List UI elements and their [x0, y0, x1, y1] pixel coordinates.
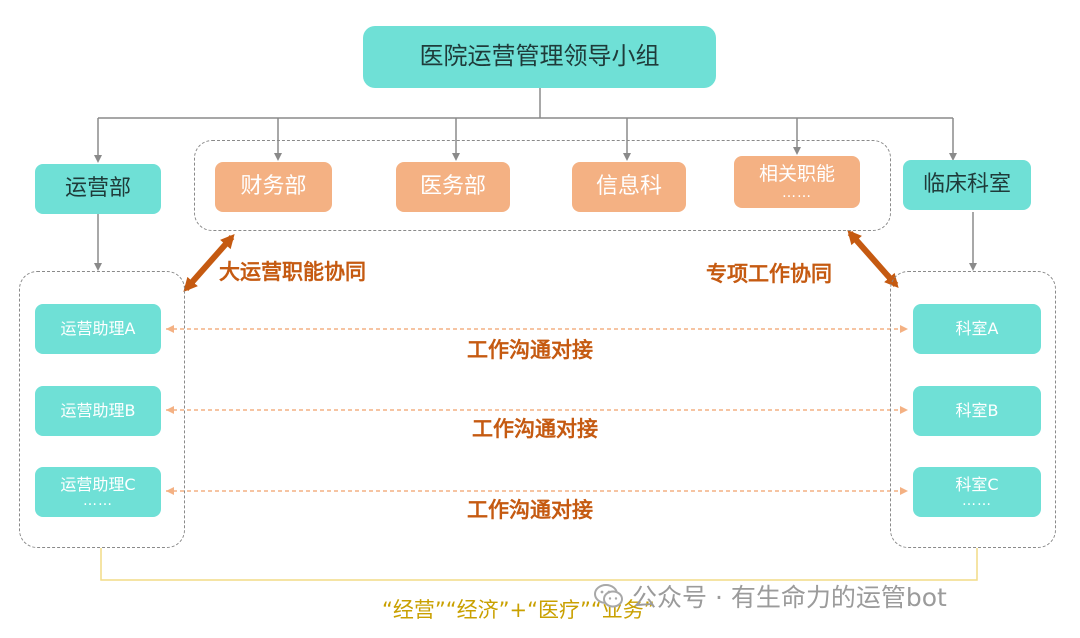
assistant-group [19, 271, 185, 548]
related-functions-box[interactable]: 相关职能 …… [734, 156, 860, 208]
assistant-c-label: 运营助理C [60, 474, 136, 494]
collab-left-arrow [183, 234, 235, 292]
assistant-c-box[interactable]: 运营助理C …… [35, 467, 161, 517]
clinical-dept-box[interactable]: 临床科室 [903, 160, 1031, 210]
medical-affairs-dept-label: 医务部 [419, 174, 486, 200]
operations-dept-label: 运营部 [64, 176, 131, 202]
finance-dept-box[interactable]: 财务部 [215, 162, 332, 212]
department-a-box[interactable]: 科室A [913, 304, 1041, 354]
assistant-b-label: 运营助理B [60, 400, 136, 420]
department-a-label: 科室A [955, 318, 999, 338]
leadership-group-box[interactable]: 医院运营管理领导小组 [363, 26, 716, 88]
operations-dept-box[interactable]: 运营部 [35, 164, 161, 214]
medical-affairs-dept-box[interactable]: 医务部 [396, 162, 510, 212]
department-c-box[interactable]: 科室C …… [913, 467, 1041, 517]
clinical-dept-label: 临床科室 [922, 172, 1011, 198]
communication-label-c: 工作沟通对接 [467, 498, 593, 522]
hierarchy-lines [94, 88, 977, 271]
related-functions-label: 相关职能 [758, 163, 835, 186]
department-b-box[interactable]: 科室B [913, 386, 1041, 436]
functional-group [194, 140, 891, 231]
collab-right-arrow [847, 230, 899, 288]
assistant-a-box[interactable]: 运营助理A [35, 304, 161, 354]
watermark: 公众号 · 有生命力的运管bot [594, 578, 947, 614]
communication-label-b: 工作沟通对接 [472, 417, 598, 441]
department-c-label: 科室C [955, 474, 999, 494]
related-functions-ellipsis: …… [782, 184, 812, 201]
watermark-text: 公众号 · 有生命力的运管bot [632, 583, 947, 612]
bottom-bracket [100, 548, 978, 581]
collab-left-label: 大运营职能协同 [219, 260, 366, 284]
information-dept-label: 信息科 [595, 174, 662, 200]
wechat-icon [594, 584, 623, 608]
assistant-b-box[interactable]: 运营助理B [35, 386, 161, 436]
leadership-group-label: 医院运营管理领导小组 [419, 42, 660, 71]
communication-label-a: 工作沟通对接 [467, 338, 593, 362]
collab-right-label: 专项工作协同 [706, 262, 832, 286]
assistant-a-label: 运营助理A [60, 318, 136, 338]
information-dept-box[interactable]: 信息科 [572, 162, 686, 212]
department-group [890, 271, 1056, 548]
department-b-label: 科室B [955, 400, 999, 420]
assistant-c-ellipsis: …… [83, 493, 113, 510]
department-c-ellipsis: …… [962, 493, 992, 510]
finance-dept-label: 财务部 [240, 174, 307, 200]
